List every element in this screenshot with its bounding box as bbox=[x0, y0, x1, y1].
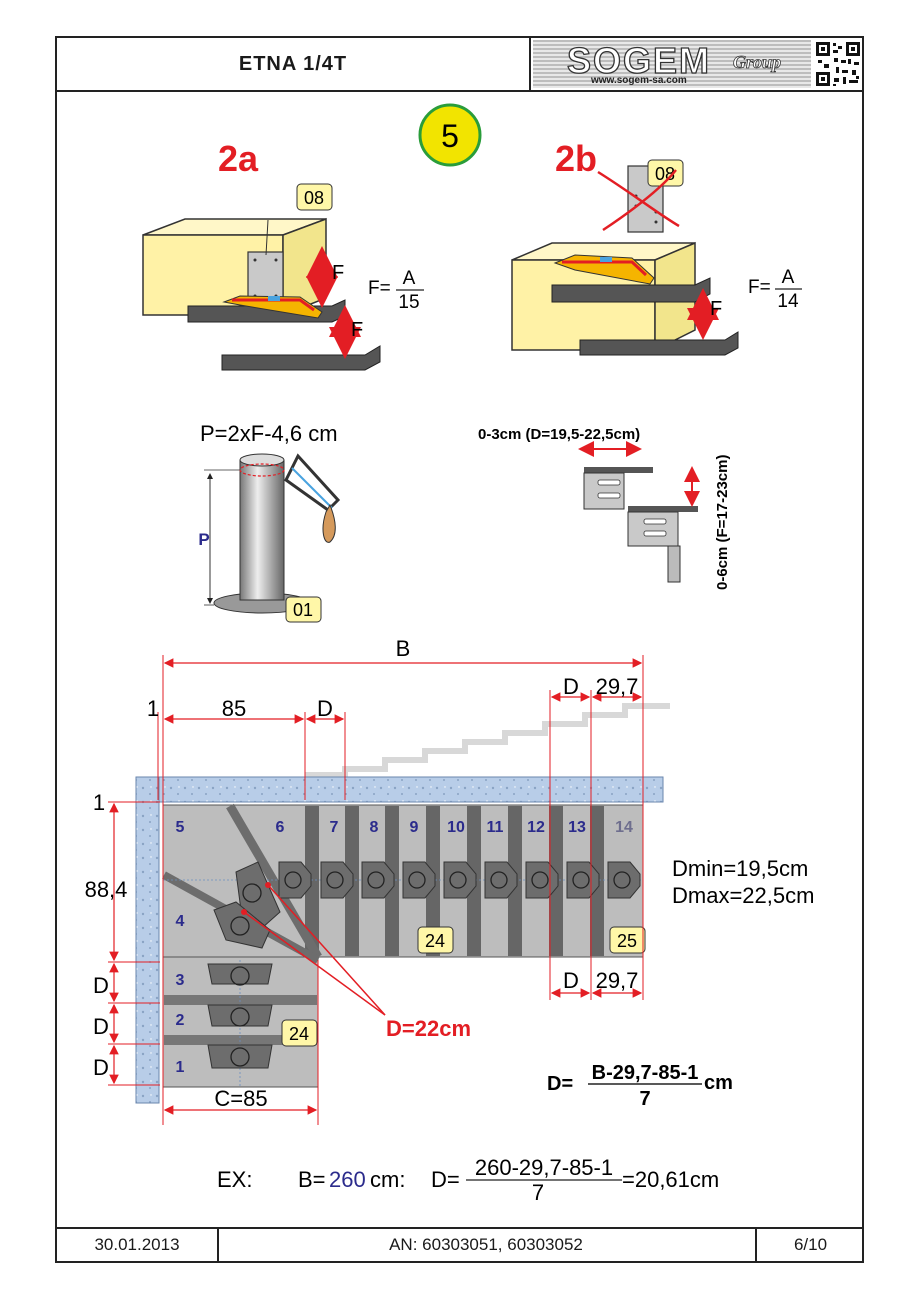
logo-group: Group bbox=[733, 52, 782, 73]
diagram-2a: 2a 08 F F F= A 15 bbox=[142, 138, 424, 371]
stair-plan-diagram: 5 6 7 8 9 10 11 12 13 14 4 3 2 1 24 25 2… bbox=[85, 636, 814, 1125]
dim-29-7-bottom: 29,7 bbox=[596, 968, 639, 993]
dim-88-4: 88,4 bbox=[85, 877, 128, 902]
company-logo: SOGEM www.sogem-sa.com Group bbox=[533, 39, 811, 88]
formula-2a-denominator: 15 bbox=[398, 292, 419, 313]
step-number-7: 7 bbox=[330, 819, 339, 836]
d-formula: D= B-29,7-85-1 7 cm bbox=[547, 1062, 733, 1110]
dim-d-left-2: D bbox=[93, 1014, 109, 1039]
logo-url: www.sogem-sa.com bbox=[591, 75, 687, 86]
dim-85: 85 bbox=[222, 696, 246, 721]
part-08-2b: 08 bbox=[655, 164, 675, 184]
step-number-10: 10 bbox=[447, 819, 465, 836]
document-title: ETNA 1/4T bbox=[57, 38, 531, 90]
example-calculation: EX: B= 260 cm: D= 260-29,7-85-1 7 =20,61… bbox=[217, 1155, 719, 1205]
header: ETNA 1/4T SOGEM www.sogem-sa.com Group bbox=[57, 38, 862, 92]
dim-c-85: C=85 bbox=[214, 1086, 267, 1111]
dim-1-left: 1 bbox=[93, 790, 105, 815]
f-label-2a-bottom: F bbox=[351, 319, 363, 341]
step-number-5: 5 bbox=[176, 819, 185, 836]
step-number-1: 1 bbox=[176, 1059, 185, 1076]
dmax-value: Dmax=22,5cm bbox=[672, 883, 814, 908]
step-number-2: 2 bbox=[176, 1012, 185, 1029]
example-denominator: 7 bbox=[532, 1180, 544, 1205]
example-label: EX: bbox=[217, 1167, 252, 1192]
part-08-2a: 08 bbox=[304, 188, 324, 208]
part-24-lower: 24 bbox=[289, 1024, 309, 1044]
d-formula-numerator: B-29,7-85-1 bbox=[592, 1062, 699, 1084]
spirit-level-icon bbox=[553, 254, 655, 285]
step-number-3: 3 bbox=[176, 972, 185, 989]
step-number-9: 9 bbox=[410, 819, 419, 836]
bracket-adjustment-diagram: 0-3cm (D=19,5-22,5cm) 0-6cm (F=17-23cm) bbox=[478, 426, 731, 590]
dim-d-top: D bbox=[317, 696, 333, 721]
example-d-prefix: D= bbox=[431, 1167, 460, 1192]
dim-d-left-3: D bbox=[93, 1055, 109, 1080]
p-label: P bbox=[198, 530, 209, 549]
dim-29-7-top: 29,7 bbox=[596, 674, 639, 699]
qr-code-icon bbox=[814, 40, 862, 88]
d-formula-prefix: D= bbox=[547, 1073, 573, 1095]
step-number-13: 13 bbox=[568, 819, 586, 836]
formula-2a-prefix: F= bbox=[368, 278, 391, 299]
d-formula-unit: cm bbox=[704, 1072, 733, 1094]
d-formula-denominator: 7 bbox=[639, 1088, 650, 1110]
footer: 30.01.2013 AN: 60303051, 60303052 6/10 bbox=[57, 1227, 862, 1261]
adjust-vertical-range: 0-6cm (F=17-23cm) bbox=[714, 455, 731, 590]
diagram-2b: 2b 08 F F= A 14 bbox=[511, 138, 802, 356]
part-25: 25 bbox=[617, 931, 637, 951]
step-number-6: 6 bbox=[276, 819, 285, 836]
part-01: 01 bbox=[293, 600, 313, 620]
cross-mark-icon bbox=[597, 169, 680, 232]
d-22cm-note: D=22cm bbox=[386, 1016, 471, 1041]
dim-b: B bbox=[396, 636, 411, 661]
step-number-12: 12 bbox=[527, 819, 545, 836]
formula-2b-numerator: A bbox=[782, 267, 795, 288]
f-label-2b: F bbox=[710, 298, 722, 320]
dim-1-top: 1 bbox=[147, 696, 159, 721]
step-number-14: 14 bbox=[615, 819, 633, 836]
label-2b: 2b bbox=[555, 138, 597, 179]
step-number-11: 11 bbox=[487, 819, 504, 836]
dmin-value: Dmin=19,5cm bbox=[672, 856, 808, 881]
adjust-horizontal-range: 0-3cm (D=19,5-22,5cm) bbox=[478, 426, 640, 443]
step-number-8: 8 bbox=[370, 819, 379, 836]
label-2a: 2a bbox=[218, 138, 259, 179]
dim-d-left-1: D bbox=[93, 973, 109, 998]
logo-brand: SOGEM bbox=[566, 39, 712, 81]
post-formula: P=2xF-4,6 cm bbox=[200, 421, 338, 446]
formula-2b-denominator: 14 bbox=[777, 291, 799, 312]
example-numerator: 260-29,7-85-1 bbox=[475, 1155, 613, 1180]
example-b-prefix: B= bbox=[298, 1167, 326, 1192]
example-b-value: 260 bbox=[329, 1167, 366, 1192]
dim-d-bottom: D bbox=[563, 968, 579, 993]
footer-date: 30.01.2013 bbox=[57, 1229, 219, 1261]
f-label-2a-top: F bbox=[332, 262, 344, 284]
formula-2b-prefix: F= bbox=[748, 277, 771, 298]
page-frame: ETNA 1/4T SOGEM www.sogem-sa.com Group 3… bbox=[55, 36, 864, 1263]
step-badge: 5 bbox=[418, 103, 482, 167]
example-b-unit: cm: bbox=[370, 1167, 405, 1192]
step-number-4: 4 bbox=[176, 913, 185, 930]
footer-article-numbers: AN: 60303051, 60303052 bbox=[217, 1229, 757, 1261]
step-number: 5 bbox=[441, 118, 459, 154]
hacksaw-icon bbox=[284, 453, 341, 543]
dim-d-right-top: D bbox=[563, 674, 579, 699]
footer-page-number: 6/10 bbox=[793, 1235, 828, 1254]
post-cut-diagram: P=2xF-4,6 cm P 01 bbox=[198, 421, 341, 623]
example-result: =20,61cm bbox=[622, 1167, 719, 1192]
part-24-upper: 24 bbox=[425, 931, 445, 951]
formula-2a-numerator: A bbox=[403, 268, 416, 289]
